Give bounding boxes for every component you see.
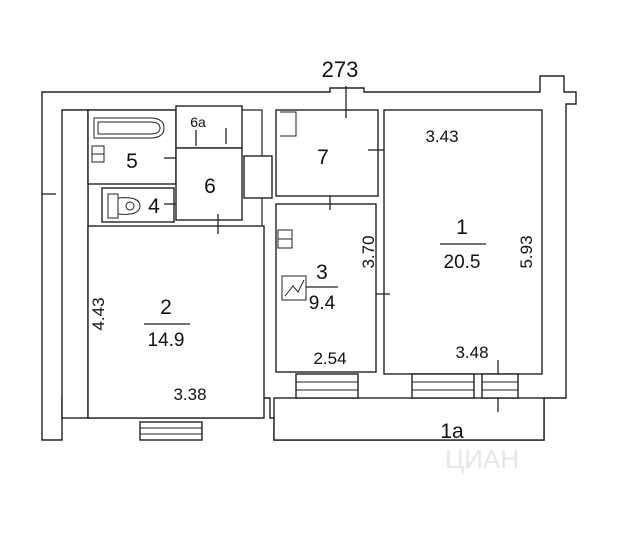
interior-walls xyxy=(61,105,545,441)
room-5-number: 5 xyxy=(126,150,138,173)
room-6a-number: 6а xyxy=(190,114,206,130)
windows xyxy=(139,373,519,441)
watermark: ЦИАН xyxy=(445,444,519,474)
stove-icon xyxy=(281,275,307,301)
room-2-number: 2 xyxy=(160,296,172,319)
apartment-number: 273 xyxy=(322,57,359,82)
sink-icon-room3 xyxy=(277,229,293,249)
dim-room3-height: 3.70 xyxy=(359,235,378,268)
dim-room2-height: 4.43 xyxy=(89,297,108,330)
toilet-icon xyxy=(107,193,141,219)
door-marks xyxy=(42,86,499,412)
room-3-number: 3 xyxy=(316,261,328,284)
room-7-number: 7 xyxy=(317,146,329,169)
room-2-area: 14.9 xyxy=(148,330,185,351)
dim-room3-width: 2.54 xyxy=(313,349,346,368)
room-1a-number: 1a xyxy=(440,420,464,443)
bathtub-icon xyxy=(93,117,165,139)
room-4-number: 4 xyxy=(148,195,160,218)
room-3-area: 9.4 xyxy=(309,293,336,314)
dim-room1-bottom: 3.48 xyxy=(455,343,488,362)
room-6-number: 6 xyxy=(204,175,216,198)
sink-icon xyxy=(91,145,105,163)
room-1-area: 20.5 xyxy=(444,252,481,273)
dim-room1-width: 3.43 xyxy=(425,127,458,146)
dim-room2-width: 3.38 xyxy=(173,385,206,404)
dim-room1-height: 5.93 xyxy=(517,235,536,268)
room-1-number: 1 xyxy=(456,216,468,239)
corner-fixture-icon xyxy=(280,111,297,137)
